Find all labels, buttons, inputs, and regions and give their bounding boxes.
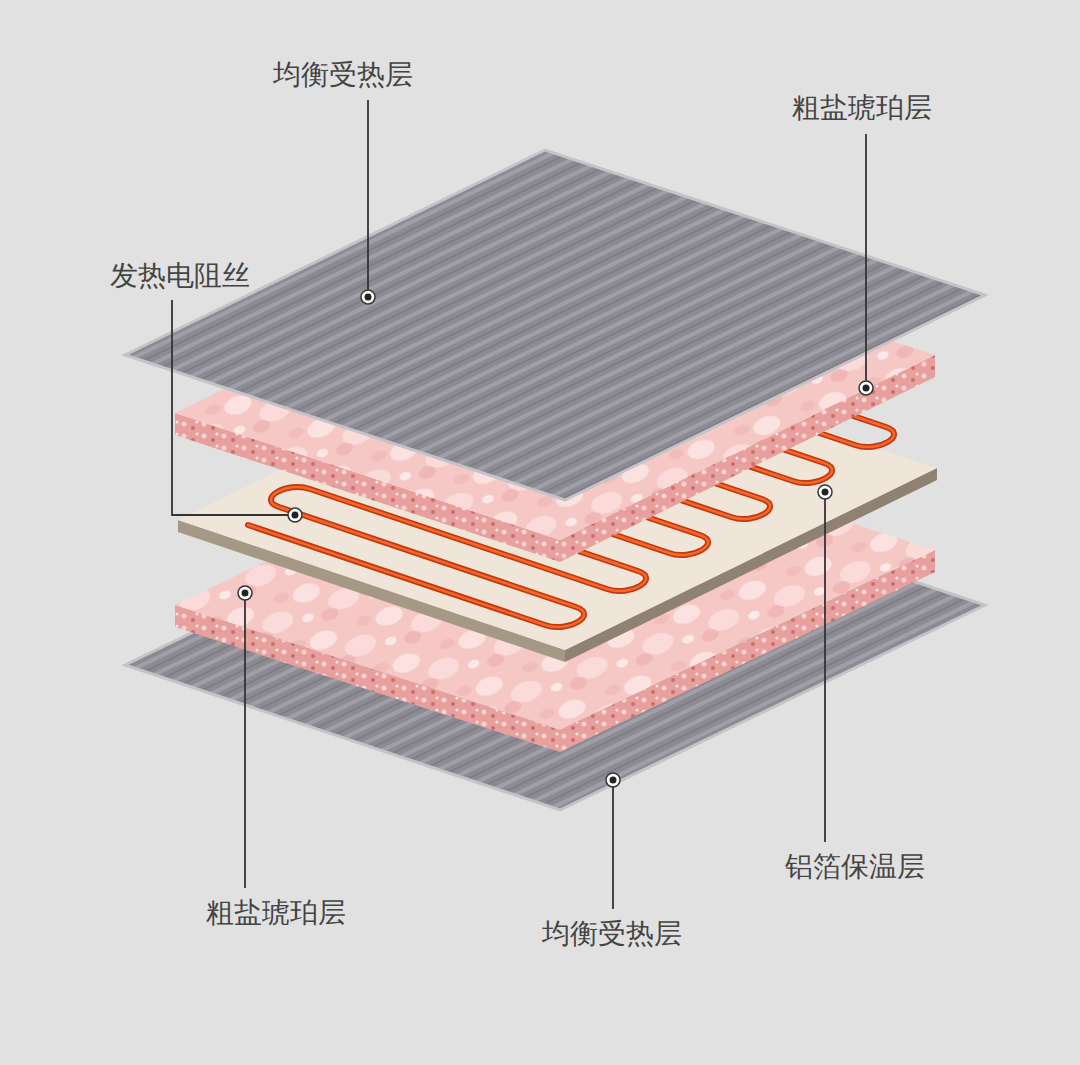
- leader-line: [172, 300, 295, 515]
- part-label: 均衡受热层: [542, 917, 682, 951]
- callout-dot: [288, 508, 302, 522]
- callout-dot: [361, 290, 375, 304]
- part-label: 粗盐琥珀层: [206, 896, 346, 930]
- part-label: 发热电阻丝: [110, 259, 250, 293]
- callout-dot: [238, 586, 252, 600]
- leader-line: [865, 134, 867, 388]
- callout-dot: [859, 381, 873, 395]
- callout-dot: [606, 773, 620, 787]
- part-label: 均衡受热层: [273, 58, 413, 92]
- part-label: 粗盐琥珀层: [792, 91, 932, 125]
- part-label: 铝箔保温层: [785, 850, 925, 884]
- leader-line: [612, 780, 614, 909]
- callout-dots: [238, 290, 873, 787]
- callout-dot: [818, 485, 832, 499]
- leader-line: [244, 593, 246, 888]
- leader-lines: [172, 100, 866, 909]
- leader-line: [824, 492, 826, 842]
- heat-sheet: [125, 150, 985, 500]
- leader-line: [367, 100, 369, 297]
